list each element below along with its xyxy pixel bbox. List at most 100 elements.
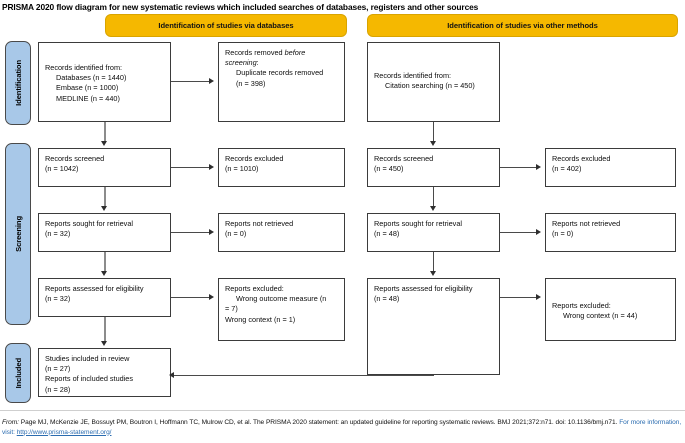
stage-tab-identification-label: Identification bbox=[13, 60, 23, 106]
arrow-identified-to-screened-icon bbox=[101, 141, 107, 146]
box-reports-sought-other: Reports sought for retrieval (n = 48) bbox=[367, 213, 500, 252]
reports-excluded-databases-item-1: = 7) bbox=[225, 304, 238, 314]
records-removed-line2: screening: bbox=[225, 58, 338, 68]
arrow-screened-to-sought-icon bbox=[101, 206, 107, 211]
footer-citation-text: Page MJ, McKenzie JE, Bossuyt PM, Boutro… bbox=[20, 419, 554, 426]
records-screened-databases-line2: (n = 1042) bbox=[45, 164, 79, 174]
records-excluded-databases-line2: (n = 1010) bbox=[225, 164, 259, 174]
box-records-identified-databases: Records identified from: Databases (n = … bbox=[38, 42, 171, 122]
box-reports-assessed-other: Reports assessed for eligibility (n = 48… bbox=[367, 278, 500, 375]
arrow-screened-other-to-sought-icon bbox=[430, 206, 436, 211]
header-databases-label: Identification of studies via databases bbox=[158, 21, 294, 30]
stage-tab-included-label: Included bbox=[13, 357, 23, 389]
reports-sought-databases-line1: Reports sought for retrieval bbox=[45, 219, 134, 228]
reports-sought-other-line2: (n = 48) bbox=[374, 229, 400, 239]
box-records-excluded-other: Records excluded (n = 402) bbox=[545, 148, 676, 187]
connector-identified-to-screened bbox=[104, 122, 106, 143]
records-screened-databases-line1: Records screened bbox=[45, 154, 105, 163]
arrow-sought-other-to-assessed-icon bbox=[430, 271, 436, 276]
arrow-sought-to-not-retrieved-icon bbox=[209, 229, 214, 235]
records-removed-item-1: (n = 398) bbox=[236, 78, 266, 88]
footer-citation: From: Page MJ, McKenzie JE, Bossuyt PM, … bbox=[2, 418, 684, 437]
reports-not-retrieved-databases-line1: Reports not retrieved bbox=[225, 219, 294, 228]
reports-assessed-databases-line1: Reports assessed for eligibility bbox=[45, 284, 144, 293]
records-identified-databases-item-1: Embase (n = 1000) bbox=[56, 83, 119, 93]
stage-tab-screening: Screening bbox=[5, 143, 31, 325]
reports-assessed-databases-line2: (n = 32) bbox=[45, 294, 71, 304]
records-identified-databases-item-2: MEDLINE (n = 440) bbox=[56, 93, 120, 103]
records-removed-item-0: Duplicate records removed bbox=[236, 68, 324, 78]
connector-sought-other-to-not-retrieved bbox=[500, 232, 536, 233]
arrow-sought-to-assessed-icon bbox=[101, 271, 107, 276]
records-identified-databases-item-0: Databases (n = 1440) bbox=[56, 73, 127, 83]
records-removed-line1-italic: before bbox=[284, 48, 306, 57]
records-screened-other-line1: Records screened bbox=[374, 154, 434, 163]
arrow-identified-to-removed-icon bbox=[209, 78, 214, 84]
arrow-identified-other-to-screened-icon bbox=[430, 141, 436, 146]
stage-tab-screening-label: Screening bbox=[13, 216, 23, 252]
reports-not-retrieved-other-line1: Reports not retrieved bbox=[552, 219, 621, 228]
box-reports-excluded-other: Reports excluded: Wrong context (n = 44) bbox=[545, 278, 676, 341]
box-reports-not-retrieved-other: Reports not retrieved (n = 0) bbox=[545, 213, 676, 252]
footer-more-info-label: For more information, visit: bbox=[2, 419, 682, 436]
prisma-statement-link[interactable]: http://www.prisma-statement.org/ bbox=[16, 428, 112, 436]
box-studies-included: Studies included in review (n = 27) Repo… bbox=[38, 348, 171, 397]
studies-included-line4: (n = 28) bbox=[45, 384, 71, 394]
page-title: PRISMA 2020 flow diagram for new systema… bbox=[2, 2, 479, 12]
box-records-identified-other: Records identified from: Citation search… bbox=[367, 42, 500, 122]
connector-sought-to-not-retrieved bbox=[171, 232, 209, 233]
box-reports-assessed-databases: Reports assessed for eligibility (n = 32… bbox=[38, 278, 171, 317]
arrow-assessed-to-reports-excluded-icon bbox=[209, 294, 214, 300]
reports-assessed-other-line2: (n = 48) bbox=[374, 294, 400, 304]
records-removed-line2-rest: : bbox=[256, 58, 259, 68]
footer-divider bbox=[0, 410, 685, 411]
records-identified-other-title: Records identified from: bbox=[374, 71, 452, 80]
arrow-other-to-included-icon bbox=[169, 372, 174, 378]
arrow-assessed-to-included-icon bbox=[101, 341, 107, 346]
connector-identified-to-removed bbox=[171, 81, 209, 82]
records-removed-line1-text: Records removed bbox=[225, 48, 285, 57]
reports-excluded-other-title: Reports excluded: bbox=[552, 301, 611, 310]
records-excluded-other-line1: Records excluded bbox=[552, 154, 611, 163]
records-identified-databases-title: Records identified from: bbox=[45, 63, 123, 72]
reports-excluded-databases-title: Reports excluded: bbox=[225, 284, 284, 293]
connector-other-to-included-horizontal bbox=[174, 375, 434, 376]
arrow-assessed-other-to-reports-excluded-icon bbox=[536, 294, 541, 300]
reports-not-retrieved-other-line2: (n = 0) bbox=[552, 229, 574, 239]
arrow-screened-other-to-excluded-icon bbox=[536, 164, 541, 170]
header-other-label: Identification of studies via other meth… bbox=[447, 21, 598, 30]
records-excluded-databases-line1: Records excluded bbox=[225, 154, 284, 163]
connector-screened-other-to-sought bbox=[433, 187, 434, 208]
footer-doi: doi: 10.1136/bmj.n71. bbox=[555, 419, 618, 426]
box-records-screened-other: Records screened (n = 450) bbox=[367, 148, 500, 187]
reports-not-retrieved-databases-line2: (n = 0) bbox=[225, 229, 247, 239]
box-reports-excluded-databases: Reports excluded: Wrong outcome measure … bbox=[218, 278, 345, 341]
connector-screened-to-sought bbox=[104, 187, 106, 208]
connector-sought-other-to-assessed bbox=[433, 252, 434, 273]
stage-tab-included: Included bbox=[5, 343, 31, 403]
box-records-excluded-databases: Records excluded (n = 1010) bbox=[218, 148, 345, 187]
header-identification-databases: Identification of studies via databases bbox=[105, 14, 347, 37]
connector-assessed-to-included bbox=[104, 317, 106, 343]
reports-sought-databases-line2: (n = 32) bbox=[45, 229, 71, 239]
records-removed-line1: Records removed before bbox=[225, 48, 338, 58]
studies-included-line3: Reports of included studies bbox=[45, 374, 134, 384]
connector-screened-other-to-excluded bbox=[500, 167, 536, 168]
box-records-screened-databases: Records screened (n = 1042) bbox=[38, 148, 171, 187]
records-screened-other-line2: (n = 450) bbox=[374, 164, 404, 174]
reports-excluded-other-item-0: Wrong context (n = 44) bbox=[563, 311, 638, 321]
connector-assessed-to-reports-excluded bbox=[171, 297, 209, 298]
records-identified-other-item-0: Citation searching (n = 450) bbox=[385, 81, 475, 91]
reports-excluded-databases-item-2: Wrong context (n = 1) bbox=[225, 314, 296, 324]
arrow-sought-other-to-not-retrieved-icon bbox=[536, 229, 541, 235]
records-removed-line2-italic: screening bbox=[225, 58, 257, 68]
stage-tab-identification: Identification bbox=[5, 41, 31, 125]
reports-excluded-databases-item-0: Wrong outcome measure (n bbox=[236, 294, 327, 304]
connector-sought-to-assessed bbox=[104, 252, 106, 273]
connector-identified-other-to-screened bbox=[433, 122, 434, 143]
footer-from-label: From: bbox=[2, 419, 19, 426]
reports-assessed-other-line1: Reports assessed for eligibility bbox=[374, 284, 473, 293]
connector-screened-to-excluded bbox=[171, 167, 209, 168]
reports-sought-other-line1: Reports sought for retrieval bbox=[374, 219, 463, 228]
